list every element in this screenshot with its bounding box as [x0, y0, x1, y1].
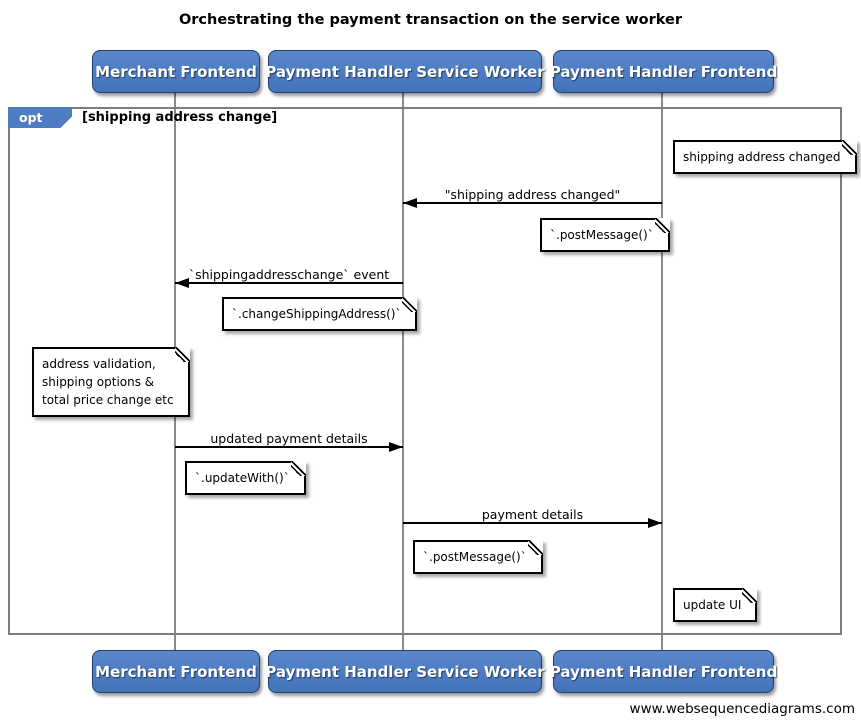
arrowhead-right-3 [389, 442, 403, 452]
note-line-2: shipping options & [42, 375, 155, 389]
message-label-shipping-address-changed: "shipping address changed" [444, 187, 621, 202]
participant-payment-handler-service-worker-bottom: Payment Handler Service Worker [265, 650, 545, 693]
participant-merchant-frontend-top: Merchant Frontend [92, 50, 260, 93]
note-address-validation: address validation, shipping options & t… [32, 347, 190, 417]
message-label-payment-details: payment details [481, 507, 584, 522]
note-changeshippingaddress: `.changeShippingAddress()` [222, 297, 418, 331]
lifeline-payment-handler-service-worker [402, 93, 404, 650]
message-label-shippingaddresschange-event: `shippingaddresschange` event [188, 267, 390, 282]
arrowhead-left-1 [403, 198, 417, 208]
message-line-2 [175, 282, 403, 284]
opt-frame-guard: [shipping address change] [82, 110, 278, 125]
participant-payment-handler-service-worker-top: Payment Handler Service Worker [265, 50, 545, 93]
note-line-1: address validation, [42, 357, 156, 371]
lifeline-payment-handler-frontend [661, 93, 663, 650]
note-line-3: total price change etc [42, 393, 174, 407]
message-line-1 [403, 202, 662, 204]
note-shipping-address-changed: shipping address changed [673, 140, 857, 174]
participant-payment-handler-frontend-top: Payment Handler Frontend [550, 50, 777, 93]
participant-payment-handler-frontend-bottom: Payment Handler Frontend [550, 650, 777, 693]
participant-merchant-frontend-bottom: Merchant Frontend [92, 650, 260, 693]
opt-frame [8, 107, 842, 635]
message-line-3 [175, 446, 403, 448]
arrowhead-right-4 [648, 518, 662, 528]
opt-frame-operator-tab: opt [8, 107, 72, 128]
diagram-title: Orchestrating the payment transaction on… [178, 12, 683, 28]
note-postmessage-2: `.postMessage()` [413, 540, 543, 574]
note-updatewith: `.updateWith()` [185, 461, 306, 495]
note-postmessage-1: `.postMessage()` [540, 218, 670, 252]
websequencediagrams-watermark: www.websequencediagrams.com [629, 701, 855, 717]
message-line-4 [403, 522, 662, 524]
message-label-updated-payment-details: updated payment details [210, 431, 368, 446]
arrowhead-left-2 [175, 278, 189, 288]
note-update-ui: update UI [673, 588, 758, 622]
